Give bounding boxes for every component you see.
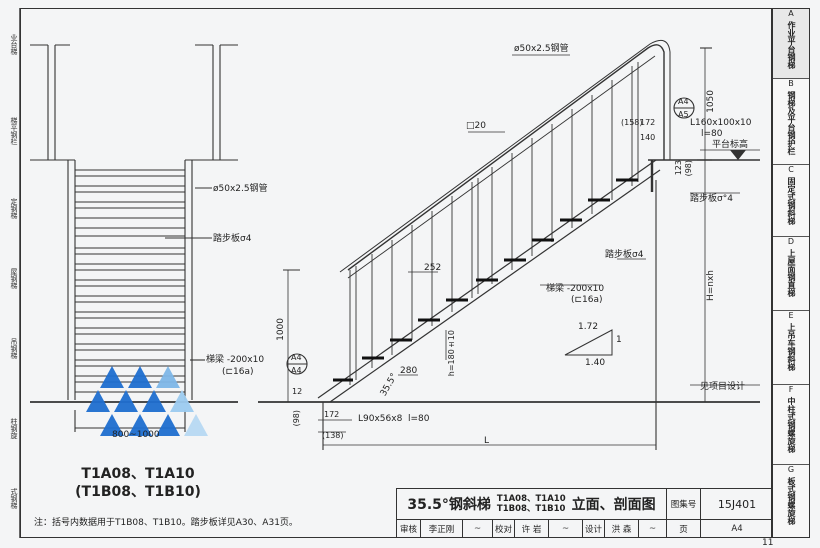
left-stringer-label: 梯梁 -200x10 — [206, 355, 265, 365]
angle-length: l=80 — [701, 129, 723, 139]
dim-172-top: 172 — [640, 118, 656, 127]
angle-label: L160x100x10 — [690, 118, 752, 128]
dim-172: 172 — [324, 410, 340, 419]
check-label: 校对 — [493, 519, 515, 538]
ratio-side: 1 — [616, 335, 622, 345]
dim-98: (98) — [292, 410, 301, 427]
left-sidebar-item: 梯平钢栏 — [10, 117, 18, 145]
dim-252: 252 — [424, 263, 442, 273]
ratio-bottom: 1.40 — [585, 358, 606, 368]
logo-watermark — [86, 366, 208, 436]
dim-L: L — [484, 436, 490, 446]
title-suffix: 立面、剖面图 — [571, 497, 656, 513]
dim-12: 12 — [292, 387, 303, 396]
left-pipe-label: ø50x2.5钢管 — [213, 184, 268, 194]
sheet-page-number: 11 — [762, 538, 774, 548]
left-sidebar-item: 定钢梯 — [10, 197, 18, 219]
platform-elevation-label: 平台标高 — [712, 140, 749, 150]
dim-140: 140 — [640, 133, 656, 142]
left-sidebar-item: 屋钢梯 — [10, 267, 18, 289]
left-stringer-sub: (⊏16a) — [222, 367, 254, 377]
title-block: 35.5°钢斜梯 T1A08、T1A10 T1B08、T1B10 立面、剖面图 … — [396, 488, 772, 538]
right-stringer-label: 梯梁 -200x10 — [546, 284, 605, 294]
left-width-dim: 800~1000 — [112, 430, 160, 440]
post-label: □20 — [466, 121, 486, 131]
designer-signature: ~ — [639, 519, 667, 538]
dim-280: 280 — [400, 366, 418, 376]
atlas-number: 15J401 — [717, 497, 757, 511]
right-pipe-label: ø50x2.5钢管 — [514, 44, 569, 54]
reviewer-name: 李正刚 — [421, 519, 463, 538]
ref-label: 见项目设计 — [700, 382, 746, 392]
ratio-top: 1.72 — [578, 322, 599, 332]
designer-name: 洪 森 — [605, 519, 639, 538]
drawing-note: 注：括号内数据用于T1B08、T1B10。踏步板详见A30、A31页。 — [34, 518, 298, 528]
dim-138: (138) — [322, 431, 344, 440]
checker-signature: ~ — [549, 519, 583, 538]
left-sidebar-item: 柱钢旋 — [10, 417, 18, 439]
title-row: 35.5°钢斜梯 T1A08、T1A10 T1B08、T1B10 立面、剖面图 … — [397, 489, 772, 520]
codes-bottom: T1B08、T1B10 — [496, 504, 566, 514]
right-tread-label: 踏步板σ4 — [605, 250, 644, 260]
page-label: 页 — [667, 519, 701, 538]
left-sidebar-item: 业台梯 — [10, 33, 18, 55]
review-label: 审核 — [397, 519, 421, 538]
reviewer-signature: ~ — [463, 519, 493, 538]
page-number: A4 — [731, 523, 743, 534]
detail-a4-top: A4 — [291, 353, 302, 362]
checker-name: 许 岩 — [515, 519, 549, 538]
left-sidebar-item: 式钢梯 — [10, 487, 18, 509]
dim-h: h=180±10 — [447, 330, 456, 377]
drawing-title: 35.5°钢斜梯 — [407, 497, 491, 513]
left-tread-label: 踏步板σ4 — [213, 234, 252, 244]
atlas-label: 图集号 — [667, 489, 701, 519]
dim-1000: 1000 — [276, 318, 286, 341]
left-sidebar-item: 吊钢梯 — [10, 337, 18, 359]
dim-158: (158) — [621, 118, 643, 127]
right-stringer-sub: (⊏16a) — [571, 295, 603, 305]
detail-a5-sheet: A5 — [678, 110, 689, 119]
caption-line-2: (T1B08、T1B10) — [75, 484, 201, 500]
dim-98-top: (98) — [684, 160, 693, 177]
codes-top: T1A08、T1A10 — [496, 494, 566, 504]
caption-line-1: T1A08、T1A10 — [81, 466, 195, 482]
drawing-caption: T1A08、T1A10 (T1B08、T1B10) — [68, 465, 208, 501]
dim-1050: 1050 — [706, 90, 716, 113]
detail-a4-upper: A4 — [678, 97, 689, 106]
detail-a4-sheet: A4 — [291, 366, 302, 375]
design-label: 设计 — [583, 519, 605, 538]
signature-row: 审核 李正刚 ~ 校对 许 岩 ~ 设计 洪 森 ~ 页 A4 — [397, 519, 772, 538]
top-tread-label: 踏步板σ°4 — [690, 194, 733, 204]
dim-123: 123 — [674, 160, 683, 176]
bottom-angle-label: L90x56x8 — [358, 414, 403, 424]
dim-H: H=nxh — [706, 270, 716, 302]
bottom-angle-length: l=80 — [408, 414, 430, 424]
left-sidebar: 业台梯 梯平钢栏 定钢梯 屋钢梯 吊钢梯 柱钢旋 式钢梯 — [0, 8, 20, 538]
